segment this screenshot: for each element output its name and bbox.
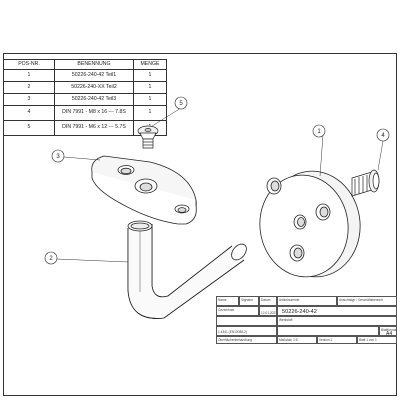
svg-text:5: 5 xyxy=(179,101,183,107)
tb-date-cell: Datum xyxy=(259,296,277,306)
tb-material-label: Werkstoff xyxy=(279,318,293,322)
plate-holes xyxy=(266,177,331,262)
tb-scale-cell: Maßstab: 1:5 xyxy=(277,336,317,344)
tb-date-value: 12.01.2021 xyxy=(261,311,277,315)
tb-article-label: Artikelnummer xyxy=(279,298,300,302)
tb-spacer-cell xyxy=(277,326,379,336)
balloon-2: 2 xyxy=(44,251,58,265)
tb-article-label-cell: Artikelnummer xyxy=(277,296,337,306)
tb-drawing-label-cell: Ansichtstyp / Geschäftsbereich xyxy=(337,296,397,306)
tb-name-cell: Name xyxy=(216,296,239,306)
tb-material-value: 1.4301 (EN10088-2) xyxy=(218,330,247,334)
tb-drawing-label: Ansichtstyp / Geschäftsbereich xyxy=(339,298,383,302)
tb-sheet-cell: Blatt 1 von 1 xyxy=(357,336,397,344)
tb-article-number-cell: 50226-240-42 xyxy=(277,306,397,316)
tb-date-label: Datum xyxy=(261,298,271,302)
tb-finish-cell: Oberflächenbehandlung xyxy=(216,336,277,344)
tb-material-label-cell: Werkstoff xyxy=(277,316,397,326)
tb-scale: Maßstab: 1:5 xyxy=(279,338,298,342)
part-screw-m6 xyxy=(137,125,159,149)
balloon-4: 4 xyxy=(376,128,390,142)
drawing-frame xyxy=(3,53,397,396)
tb-sheet: Blatt 1 von 1 xyxy=(359,338,377,342)
tb-drawn-cell: Gezeichnet xyxy=(216,306,259,316)
leader-lines xyxy=(56,107,384,263)
tb-material-value-cell: 1.4301 (EN10088-2) xyxy=(216,326,277,336)
balloon-1: 1 xyxy=(312,124,326,138)
svg-text:4: 4 xyxy=(381,133,385,139)
tb-format-value: A4 xyxy=(386,331,393,336)
tb-blank-cell xyxy=(216,316,277,326)
svg-text:2: 2 xyxy=(49,256,53,262)
tb-format-label: Blattformat xyxy=(381,328,397,332)
tb-format-cell: Blattformat A4 xyxy=(379,326,397,336)
tb-signature-cell: Signatur xyxy=(239,296,259,306)
svg-text:1: 1 xyxy=(317,129,321,135)
tb-signature-label: Signatur xyxy=(241,298,253,302)
tb-drawn-label: Gezeichnet xyxy=(218,308,235,312)
part-bent-rod xyxy=(127,220,247,319)
tb-version-cell: Version 1 xyxy=(317,336,357,344)
tb-date-value-cell: 12.01.2021 xyxy=(259,306,277,316)
tb-name-label: Name xyxy=(218,298,227,302)
table-row: 3 50226-240-42 Teil3 1 xyxy=(3,93,167,106)
tb-version: Version 1 xyxy=(319,338,333,342)
parts-list-table: POS-NR. BENENNUNG MENGE 1 50226-240-42 T… xyxy=(3,59,167,136)
svg-text:3: 3 xyxy=(56,154,60,160)
part-wall-plate xyxy=(259,170,361,278)
article-number: 50226-240-42 xyxy=(282,309,317,315)
title-block: Name Signatur Datum Artikelnummer Ansich… xyxy=(216,296,397,396)
table-row: 1 50226-240-42 Teil1 1 xyxy=(3,69,167,82)
part-bracket xyxy=(91,155,197,225)
balloon-5: 5 xyxy=(174,96,188,110)
row-name: DIN 7991 - M6 x 12 --- 5.7S xyxy=(54,120,134,136)
balloon-3: 3 xyxy=(51,149,65,163)
tb-finish-label: Oberflächenbehandlung xyxy=(218,338,253,342)
part-screw-m8 xyxy=(351,169,380,197)
